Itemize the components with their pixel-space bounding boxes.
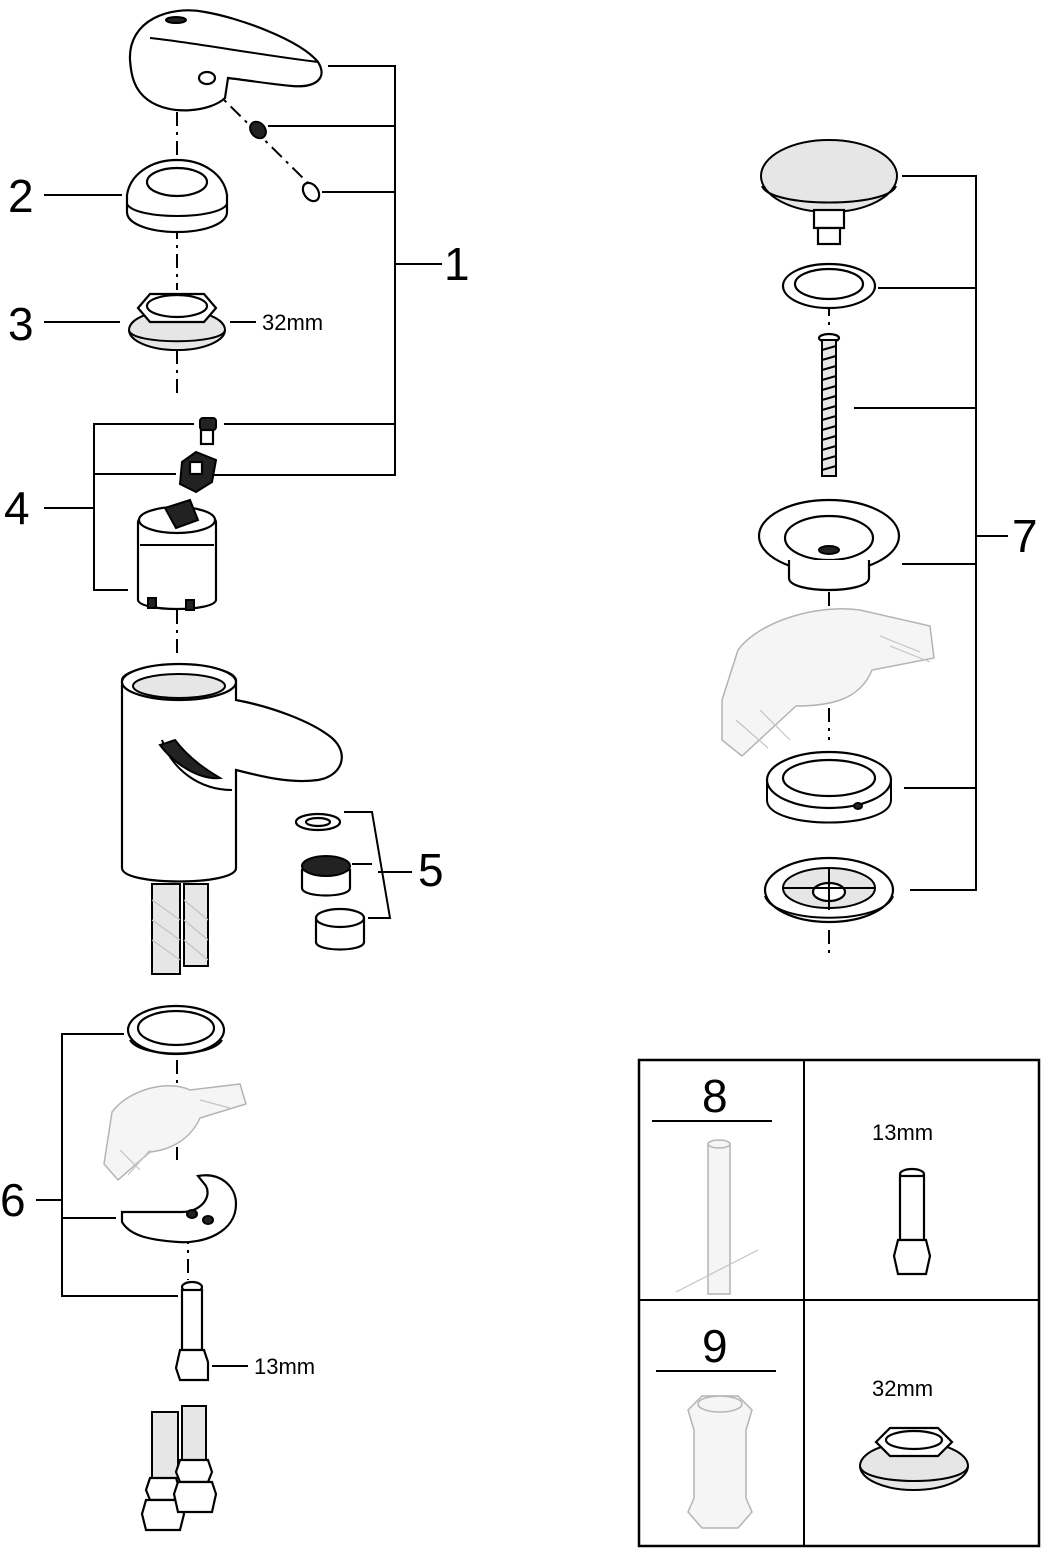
faucet-assembly: 1 2 3 4 5 6 32mm 13mm bbox=[0, 9, 470, 1532]
callout-5: 5 bbox=[418, 844, 444, 896]
pop-up-plug bbox=[760, 139, 898, 246]
cartridge bbox=[136, 498, 218, 611]
dimension-hose-13mm: 13mm bbox=[254, 1354, 315, 1379]
supply-hoses bbox=[151, 883, 209, 975]
callout-6: 6 bbox=[0, 1174, 26, 1226]
tools-table: 8 13mm 9 32mm bbox=[637, 1058, 1041, 1548]
cap-plug bbox=[301, 181, 321, 203]
sink-ghost-right bbox=[721, 608, 935, 757]
aerator-washer bbox=[294, 812, 342, 832]
tool-8-spec-cell: 13mm bbox=[872, 1120, 933, 1276]
callout-9: 9 bbox=[702, 1320, 728, 1372]
cartridge-adaptor bbox=[178, 450, 218, 494]
spindle-rod bbox=[817, 332, 841, 477]
grub-screw bbox=[249, 120, 267, 140]
callout-1: 1 bbox=[444, 238, 470, 290]
waste-assembly: 7 bbox=[721, 139, 1038, 956]
tool-9-wrench bbox=[687, 1395, 753, 1529]
fixing-ring bbox=[126, 1004, 226, 1056]
waste-flange bbox=[757, 498, 901, 592]
plug-seal bbox=[781, 262, 877, 310]
tool-9-cell: 9 bbox=[656, 1320, 776, 1529]
sink-ghost-left bbox=[103, 1083, 247, 1182]
waste-gasket bbox=[765, 750, 893, 824]
tool-8-size: 13mm bbox=[872, 1120, 933, 1145]
faucet-body bbox=[120, 662, 343, 883]
aerator-insert bbox=[300, 855, 352, 897]
tool-8-socket bbox=[892, 1167, 932, 1276]
fixing-nut bbox=[128, 292, 226, 351]
hose-connectors bbox=[140, 1405, 218, 1532]
threaded-stud bbox=[174, 1280, 210, 1382]
callout-7: 7 bbox=[1012, 510, 1038, 562]
dimension-nut-32mm: 32mm bbox=[262, 310, 323, 335]
tool-9-nut bbox=[859, 1426, 969, 1491]
tool-9-spec-cell: 32mm bbox=[859, 1376, 969, 1491]
waste-body bbox=[763, 856, 895, 924]
cartridge-screw bbox=[199, 417, 217, 446]
tool-8-tube-spanner bbox=[675, 1139, 759, 1295]
callout-4: 4 bbox=[4, 482, 30, 534]
callout-2: 2 bbox=[8, 170, 34, 222]
aerator-housing bbox=[314, 907, 366, 951]
lever-handle bbox=[128, 9, 323, 112]
cover-cap bbox=[125, 158, 229, 234]
tool-9-size: 32mm bbox=[872, 1376, 933, 1401]
leader-lines-left bbox=[36, 65, 442, 1367]
callout-3: 3 bbox=[8, 298, 34, 350]
leader-lines-right bbox=[854, 175, 1008, 891]
horseshoe-washer bbox=[120, 1174, 238, 1244]
callout-8: 8 bbox=[702, 1070, 728, 1122]
tool-8-cell: 8 bbox=[652, 1070, 772, 1295]
